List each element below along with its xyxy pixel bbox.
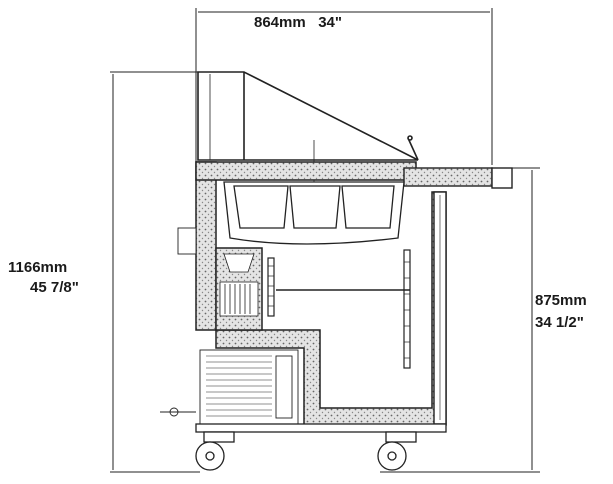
door xyxy=(433,191,447,425)
cutting-board-shelf xyxy=(403,167,493,187)
pan-1 xyxy=(233,185,289,229)
evaporator xyxy=(219,253,259,317)
caster-mount-right xyxy=(385,431,417,443)
base-frame xyxy=(195,423,447,433)
control-box xyxy=(177,227,197,255)
compressor xyxy=(275,355,293,419)
lid-knob xyxy=(407,135,413,141)
counter-height-inch: 34 1/2" xyxy=(535,314,584,331)
base xyxy=(195,423,447,471)
caster-hub-left xyxy=(205,451,215,461)
counter-height-label: 875mm 34 1/2" xyxy=(535,290,587,334)
width-label: 864mm 34" xyxy=(254,14,342,31)
shelf-pilasters xyxy=(267,249,411,369)
canopy xyxy=(197,71,419,240)
condensing-unit xyxy=(160,227,299,425)
counter-height-mm: 875mm xyxy=(535,292,587,309)
dimension-lines xyxy=(110,8,540,473)
total-height-mm: 1166mm xyxy=(8,259,68,276)
total-height-label: 1166mm 45 7/8" xyxy=(8,258,79,298)
lid-handle xyxy=(407,137,419,161)
total-height-inch: 45 7/8" xyxy=(30,279,79,296)
width-mm: 864mm xyxy=(254,14,306,31)
top-rail-insulation xyxy=(195,161,417,181)
pilaster-right xyxy=(403,249,411,369)
food-pans xyxy=(223,181,405,245)
pilaster-left xyxy=(267,257,275,317)
evaporator-coil xyxy=(219,281,259,317)
cutting-board xyxy=(403,167,513,189)
canopy-outline xyxy=(197,71,419,161)
evaporator-fan xyxy=(223,253,255,273)
caster-hub-right xyxy=(387,451,397,461)
pan-2 xyxy=(289,185,341,229)
width-inch: 34" xyxy=(318,14,343,31)
pan-3 xyxy=(341,185,395,229)
left-wall-insulation xyxy=(195,161,217,331)
cutting-board-bracket xyxy=(491,167,513,189)
caster-mount-left xyxy=(203,431,235,443)
